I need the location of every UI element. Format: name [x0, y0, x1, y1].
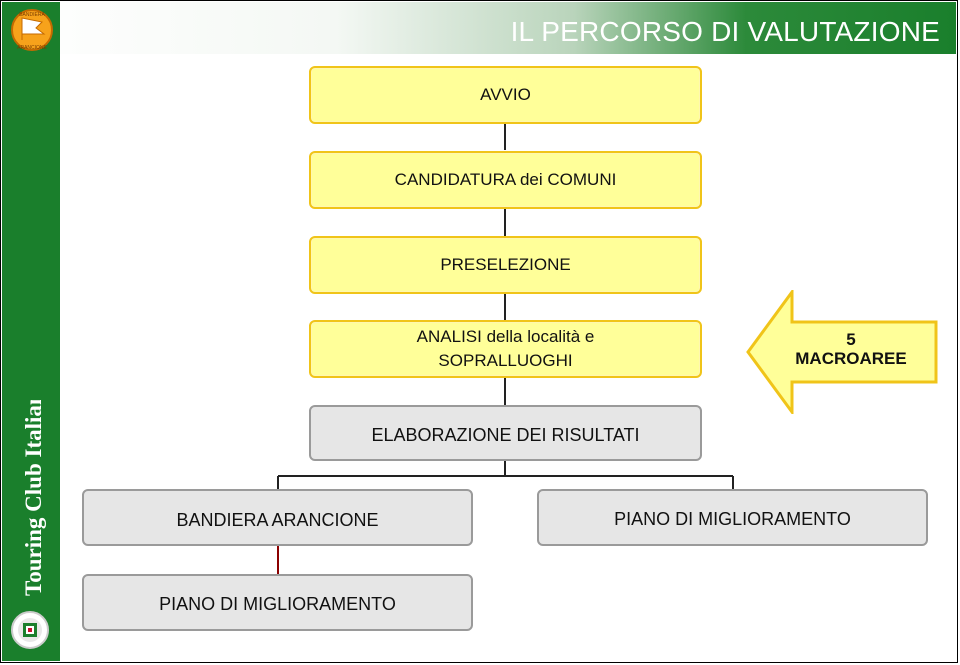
- outcome-bandiera-label: BANDIERA ARANCIONE: [176, 510, 379, 530]
- page-title: IL PERCORSO DI VALUTAZIONE: [510, 16, 940, 47]
- step-preselezione: PRESELEZIONE: [309, 236, 702, 294]
- outcome-piano-miglioramento: PIANO DI MIGLIORAMENTO: [537, 489, 928, 546]
- outcome-bandiera-arancione: BANDIERA ARANCIONE: [82, 489, 473, 546]
- logo-text-bottom: ARANCIONE: [17, 45, 47, 51]
- outcome-piano-label: PIANO DI MIGLIORAMENTO: [614, 509, 851, 529]
- step-candidatura: CANDIDATURA dei COMUNI: [309, 151, 702, 209]
- touring-club-logo-icon: [11, 611, 49, 649]
- outcome-piano-miglioramento-bottom: PIANO DI MIGLIORAMENTO: [82, 574, 473, 631]
- step-elaborazione: ELABORAZIONE DEI RISULTATI: [309, 405, 702, 461]
- step-preselezione-label: PRESELEZIONE: [440, 255, 571, 274]
- outcome-piano-bottom-label: PIANO DI MIGLIORAMENTO: [159, 594, 396, 614]
- logo-text-top: BANDIERA: [19, 12, 45, 18]
- macroaree-count: 5: [846, 330, 856, 349]
- header-bar: IL PERCORSO DI VALUTAZIONE: [2, 2, 956, 54]
- step-avvio-label: AVVIO: [480, 85, 531, 104]
- touring-club-text: Touring Club Italiano: [21, 400, 46, 596]
- sidebar-band: [2, 2, 60, 661]
- step-elaborazione-label: ELABORAZIONE DEI RISULTATI: [371, 424, 640, 445]
- bandiera-arancione-logo-icon: BANDIERA ARANCIONE: [11, 9, 53, 51]
- macroaree-label: MACROAREE: [795, 349, 907, 368]
- macroaree-callout: 5 MACROAREE: [790, 330, 912, 368]
- step-analisi-line-1: ANALISI della località e: [416, 327, 595, 346]
- macroaree-arrow-icon: [746, 290, 938, 414]
- step-analisi-line-2: SOPRALLUOGHI: [438, 351, 573, 370]
- step-analisi: ANALISI della località e SOPRALLUOGHI: [309, 320, 702, 378]
- step-candidatura-label: CANDIDATURA dei COMUNI: [394, 170, 617, 189]
- step-avvio: AVVIO: [309, 66, 702, 124]
- touring-club-wordmark: Touring Club Italiano: [21, 400, 46, 596]
